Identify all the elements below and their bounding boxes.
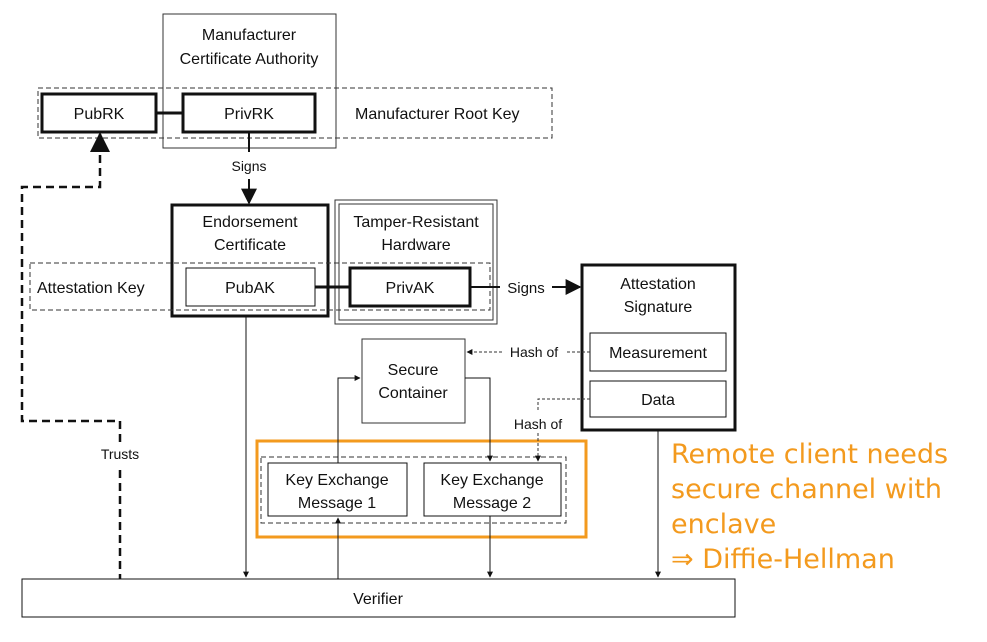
pubrk-label: PubRK	[74, 106, 125, 123]
data-label: Data	[641, 392, 675, 409]
privrk-label: PrivRK	[224, 106, 274, 123]
manufacturer-ca-label-line2: Certificate Authority	[180, 51, 319, 68]
tamper-resistant-label-line1: Tamper-Resistant	[353, 214, 479, 231]
verifier-box	[21, 578, 736, 618]
key-exchange-2-box	[423, 462, 562, 517]
manufacturer-root-key-group	[37, 87, 553, 139]
hash-of-data-label: Hash of	[514, 416, 562, 432]
measurement-label: Measurement	[609, 345, 707, 362]
verifier-label: Verifier	[353, 591, 403, 608]
trusts-label: Trusts	[101, 446, 139, 462]
pubrk-box	[40, 92, 158, 134]
callout-line-1: Remote client needs	[671, 439, 948, 470]
key-exchange-1-label-line2: Message 1	[298, 495, 376, 512]
endorsement-certificate-label-line1: Endorsement	[202, 214, 298, 231]
manufacturer-root-key-label: Manufacturer Root Key	[355, 106, 520, 123]
privak-label: PrivAK	[386, 280, 435, 297]
secure-container-label-line2: Container	[378, 385, 448, 402]
endorsement-certificate-label-line2: Certificate	[214, 237, 286, 254]
data-box	[589, 380, 727, 418]
signs-label-privak: Signs	[507, 280, 545, 297]
endorsement-certificate-box	[170, 203, 330, 318]
data-hash-line	[537, 398, 590, 412]
tamper-resistant-inner	[338, 203, 494, 321]
pubak-box	[185, 267, 316, 307]
callout-line-4: ⇒ Diffie-Hellman	[671, 544, 895, 575]
tamper-resistant-label-line2: Hardware	[381, 237, 450, 254]
pubak-label: PubAK	[225, 280, 275, 297]
attestation-signature-label-line1: Attestation	[620, 276, 696, 293]
callout-line-2: secure channel with	[671, 474, 942, 505]
trusts-dashed-upper	[20, 132, 122, 442]
key-exchange-2-label-line1: Key Exchange	[440, 472, 543, 489]
key-exchange-1-label-line1: Key Exchange	[285, 472, 388, 489]
key-exchange-group	[260, 456, 567, 524]
attestation-key-label: Attestation Key	[37, 280, 145, 297]
signs-label-ca: Signs	[231, 158, 266, 174]
attestation-signature-label-line2: Signature	[624, 299, 693, 316]
container-to-kem2-arrow	[465, 377, 493, 462]
kem1-to-container-arrow	[337, 375, 361, 463]
key-exchange-2-label-line2: Message 2	[453, 495, 531, 512]
secure-container-box	[361, 338, 466, 424]
tamper-resistant-outer	[334, 199, 498, 325]
secure-container-label-line1: Secure	[388, 362, 439, 379]
hash-of-measurement-label: Hash of	[510, 344, 558, 360]
manufacturer-ca-label-line1: Manufacturer	[202, 27, 297, 44]
key-exchange-highlight	[255, 439, 588, 539]
callout-line-3: enclave	[671, 509, 776, 540]
